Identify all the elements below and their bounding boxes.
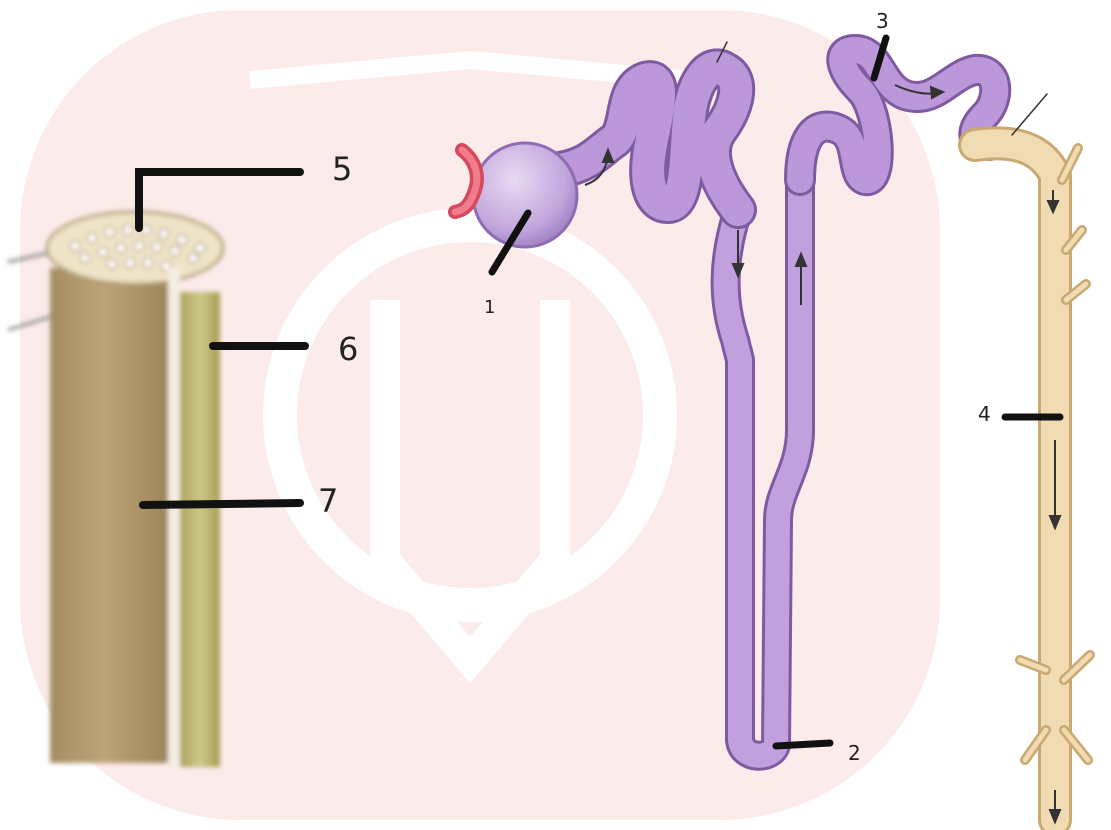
collecting-duct: [975, 143, 1090, 822]
label-4: 4: [978, 402, 991, 426]
blood-vessel: [180, 292, 220, 767]
bone-shaft: [50, 268, 170, 763]
leader-2: [776, 743, 830, 746]
label-5: 5: [332, 150, 352, 188]
label-1: 1: [484, 297, 495, 318]
label-2: 2: [848, 741, 861, 765]
label-3: 3: [876, 9, 889, 33]
leader-7: [143, 503, 300, 505]
label-6: 6: [338, 330, 358, 368]
label-7: 7: [318, 482, 338, 520]
bowmans-capsule: [473, 143, 577, 247]
